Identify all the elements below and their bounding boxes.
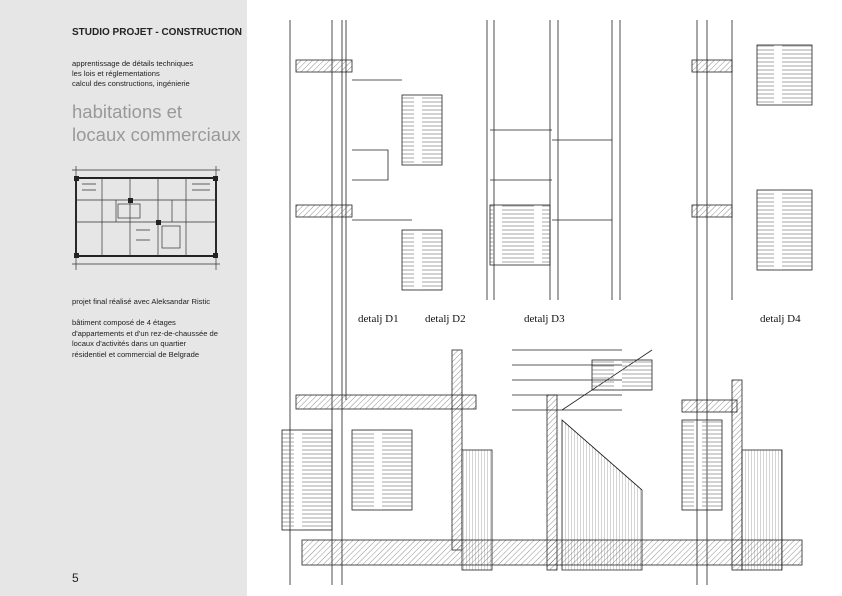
project-heading: habitations et locaux commerciaux (72, 100, 241, 146)
subtitle-line: apprentissage de détails techniques (72, 59, 194, 68)
subtitle-line: calcul des constructions, ingénierie (72, 79, 190, 88)
description-line: bâtiment composé de 4 étages (72, 318, 176, 327)
subtitle-line: les lois et réglementations (72, 69, 160, 78)
detail-label-d2: detalj D2 (423, 313, 468, 325)
studio-title: STUDIO PROJET - CONSTRUCTION (72, 27, 243, 38)
detail-label-d1: detalj D1 (356, 313, 401, 325)
detail-label-d3: detalj D3 (522, 313, 567, 325)
subtitle: apprentissage de détails techniques les … (72, 59, 193, 89)
page-number: 5 (72, 571, 79, 585)
description-line: locaux d'activités dans un quartier (72, 339, 187, 348)
heading-line: habitations et (72, 101, 183, 122)
credit-text: projet final réalisé avec Aleksandar Ris… (72, 297, 211, 306)
description-line: d'appartements et d'un rez-de-chaussée d… (72, 328, 219, 338)
detail-label-d4: detalj D4 (758, 313, 803, 325)
left-panel (0, 0, 247, 596)
heading-line: locaux commerciaux (72, 124, 241, 145)
project-description: bâtiment composé de 4 étages d'apparteme… (72, 318, 218, 360)
floor-plan-thumbnail (72, 166, 220, 270)
construction-details-drawing (281, 20, 813, 585)
description-line: résidentiel et commercial de Belgrade (72, 349, 200, 359)
